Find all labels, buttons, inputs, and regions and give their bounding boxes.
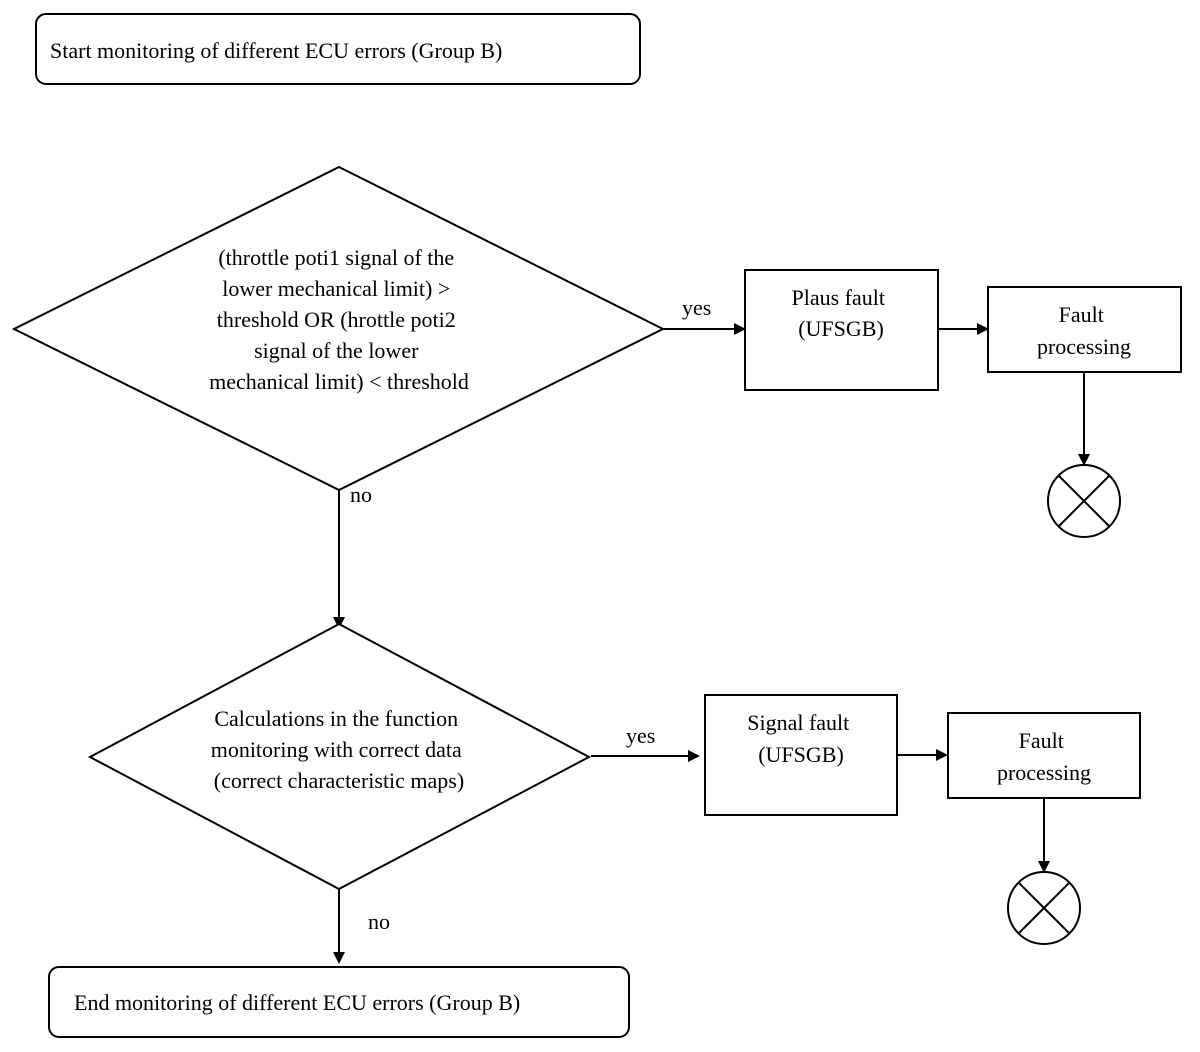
plaus-fault-line-1: Plaus fault (792, 285, 886, 310)
fault-processing-1-text: Fault processing (1037, 302, 1131, 359)
x-circle-icon (1007, 871, 1081, 945)
start-box-text: Start monitoring of different ECU errors… (50, 38, 502, 63)
decision-function-monitoring-text: Calculations in the function monitoring … (211, 706, 468, 793)
decision2-yes-label: yes (626, 723, 655, 748)
decision1-yes-label: yes (682, 295, 711, 320)
fault-processing-2-text: Fault processing (997, 728, 1091, 785)
fault-processing-box-2: Fault processing (947, 712, 1141, 799)
end-box-text: End monitoring of different ECU errors (… (74, 990, 520, 1015)
signal-fault-box: Signal fault (UFSGB) (704, 694, 898, 816)
decision-function-monitoring: Calculations in the function monitoring … (87, 622, 592, 891)
fault-processing-1-line-1: Fault (1059, 302, 1104, 327)
fault-processing-2-line-1: Fault (1019, 728, 1064, 753)
signal-fault-line-1: Signal fault (747, 710, 849, 735)
decision1-line-1: (throttle poti1 signal of the (218, 245, 454, 270)
plaus-fault-text: Plaus fault (UFSGB) (792, 285, 891, 341)
decision1-line-2: lower mechanical limit) > (222, 276, 450, 301)
decision1-line-4: signal of the lower (254, 338, 419, 363)
decision1-line-3: threshold OR (hrottle poti2 (217, 307, 456, 332)
decision2-line-1: Calculations in the function (214, 706, 458, 731)
fault-processing-1-line-2: processing (1037, 334, 1131, 359)
plaus-fault-box: Plaus fault (UFSGB) (744, 269, 939, 391)
signal-fault-text: Signal fault (UFSGB) (747, 710, 855, 767)
start-box: Start monitoring of different ECU errors… (35, 13, 641, 85)
fault-processing-box-1: Fault processing (987, 286, 1182, 373)
decision2-line-3: (correct characteristic maps) (214, 768, 464, 793)
fault-processing-2-line-2: processing (997, 760, 1091, 785)
decision2-line-2: monitoring with correct data (211, 737, 462, 762)
decision-throttle-poti: (throttle poti1 signal of the lower mech… (11, 165, 666, 492)
decision-throttle-poti-text: (throttle poti1 signal of the lower mech… (209, 245, 469, 394)
decision2-no-label: no (368, 909, 390, 934)
decision1-line-5: mechanical limit) < threshold (209, 369, 469, 394)
x-circle-icon (1047, 464, 1121, 538)
plaus-fault-line-2: (UFSGB) (798, 316, 884, 341)
signal-fault-line-2: (UFSGB) (758, 742, 844, 767)
decision1-no-label: no (350, 482, 372, 507)
end-box: End monitoring of different ECU errors (… (48, 966, 630, 1038)
